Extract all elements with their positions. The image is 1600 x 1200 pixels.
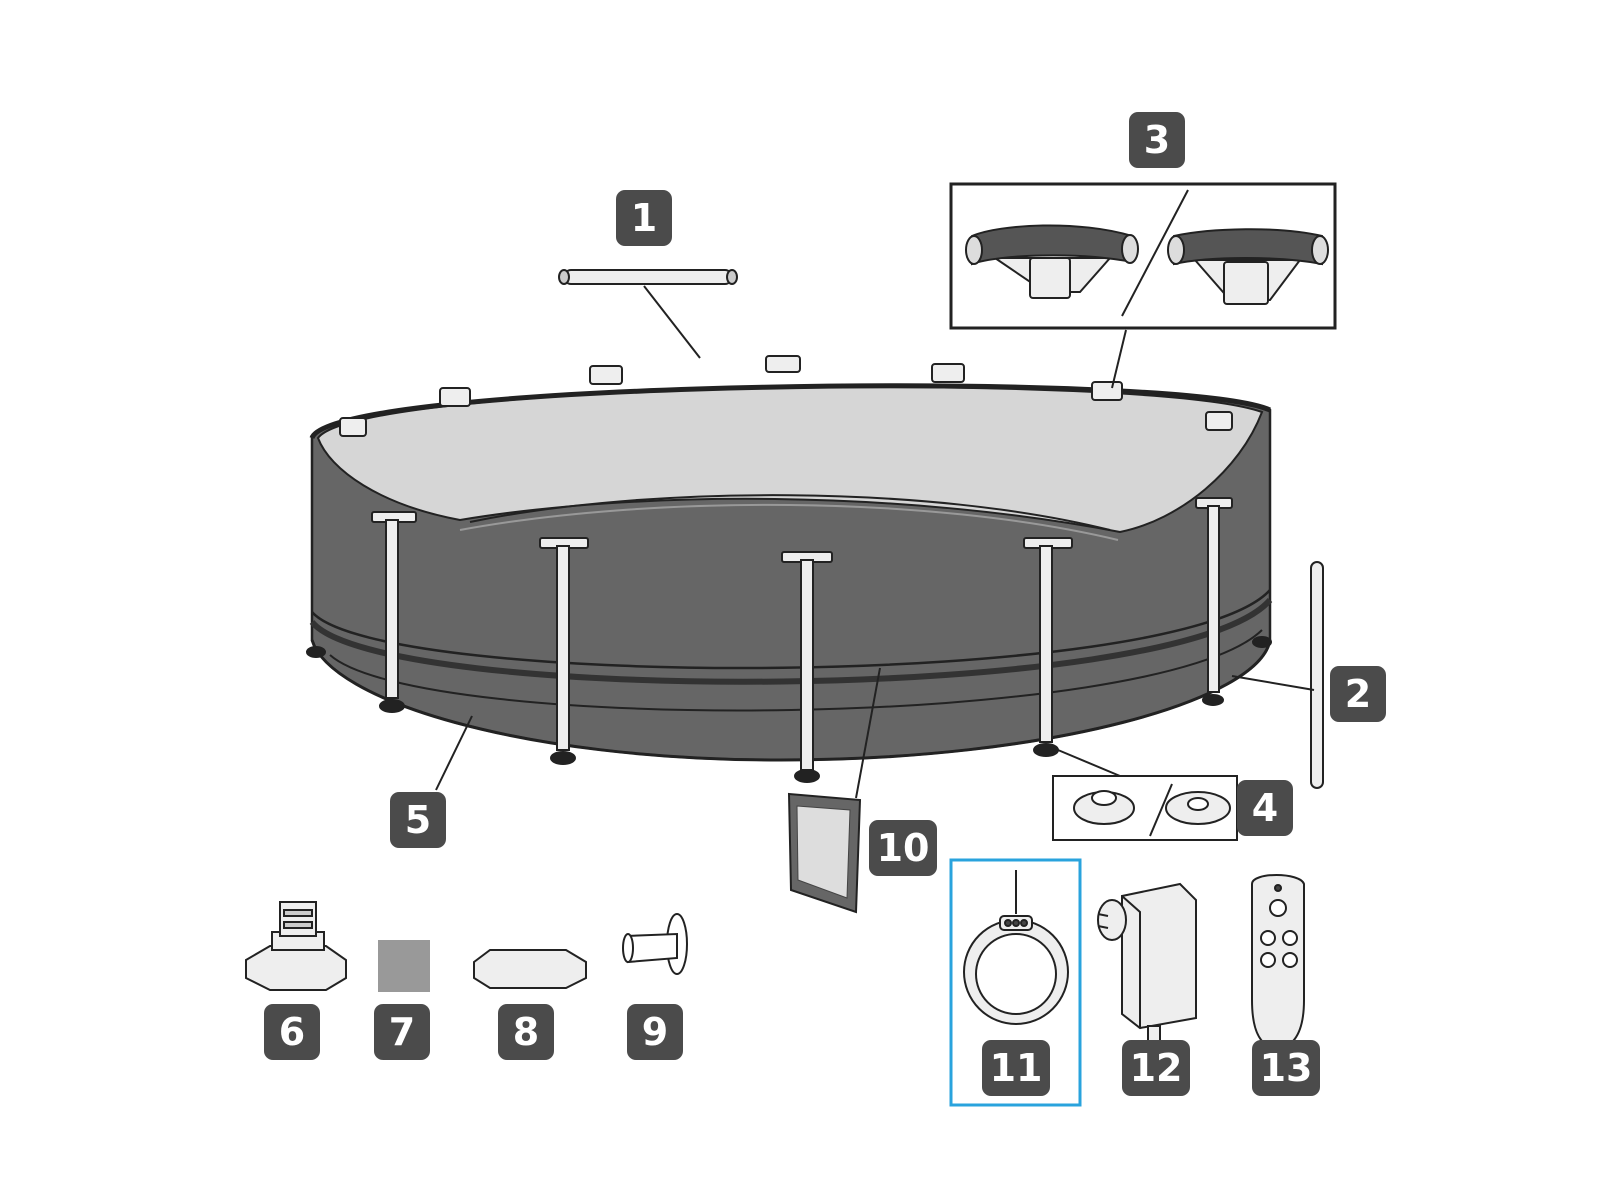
part-label-2[interactable]: 2: [1330, 666, 1386, 722]
part-label-9-text: 9: [642, 1010, 668, 1054]
part-label-3[interactable]: 3: [1129, 112, 1185, 168]
part-label-6-text: 6: [279, 1010, 305, 1054]
part-label-8[interactable]: 8: [498, 1004, 554, 1060]
drain-cap-illustration: [473, 949, 587, 989]
part-label-4[interactable]: 4: [1237, 780, 1293, 836]
part-label-7-text: 7: [389, 1010, 415, 1054]
part-label-12-text: 12: [1130, 1046, 1183, 1090]
part-label-7[interactable]: 7: [374, 1004, 430, 1060]
leg-cap-box: [1052, 775, 1238, 841]
t-joint-box: [949, 182, 1337, 330]
selected-part-highlight: [949, 858, 1082, 1107]
part-label-10[interactable]: 10: [869, 820, 937, 876]
part-label-12[interactable]: 12: [1122, 1040, 1190, 1096]
rim-joints: [339, 355, 1233, 437]
part-label-2-text: 2: [1345, 672, 1371, 716]
part-label-1[interactable]: 1: [616, 190, 672, 246]
part-label-6[interactable]: 6: [264, 1004, 320, 1060]
part-label-8-text: 8: [513, 1010, 539, 1054]
part-label-5-text: 5: [405, 798, 431, 842]
part-label-11[interactable]: 11: [982, 1040, 1050, 1096]
part-label-11-text: 11: [990, 1046, 1043, 1090]
patch-illustration: [378, 940, 430, 992]
part-label-13-text: 13: [1260, 1046, 1313, 1090]
drain-valve-adapter-illustration: [245, 901, 347, 991]
power-adapter-illustration: [1097, 882, 1197, 1045]
part-label-10-text: 10: [877, 826, 930, 870]
part-label-1-text: 1: [631, 196, 657, 240]
pool-top-rim: [309, 383, 1272, 440]
leg-illustration: [1310, 561, 1324, 789]
part-label-3-text: 3: [1144, 118, 1170, 162]
pool-legs: [306, 497, 1272, 783]
part-label-4-text: 4: [1252, 786, 1278, 830]
filter-screen-illustration: [787, 792, 862, 914]
part-label-13[interactable]: 13: [1252, 1040, 1320, 1096]
top-rail-illustration: [558, 269, 738, 285]
pool-illustration: [306, 355, 1273, 783]
remote-control-illustration: [1251, 874, 1305, 1050]
part-label-5[interactable]: 5: [390, 792, 446, 848]
pool-belt: [311, 589, 1271, 670]
strainer-plug-illustration: [622, 913, 688, 975]
led-light-illustration: [963, 870, 1069, 1025]
part-label-9[interactable]: 9: [627, 1004, 683, 1060]
